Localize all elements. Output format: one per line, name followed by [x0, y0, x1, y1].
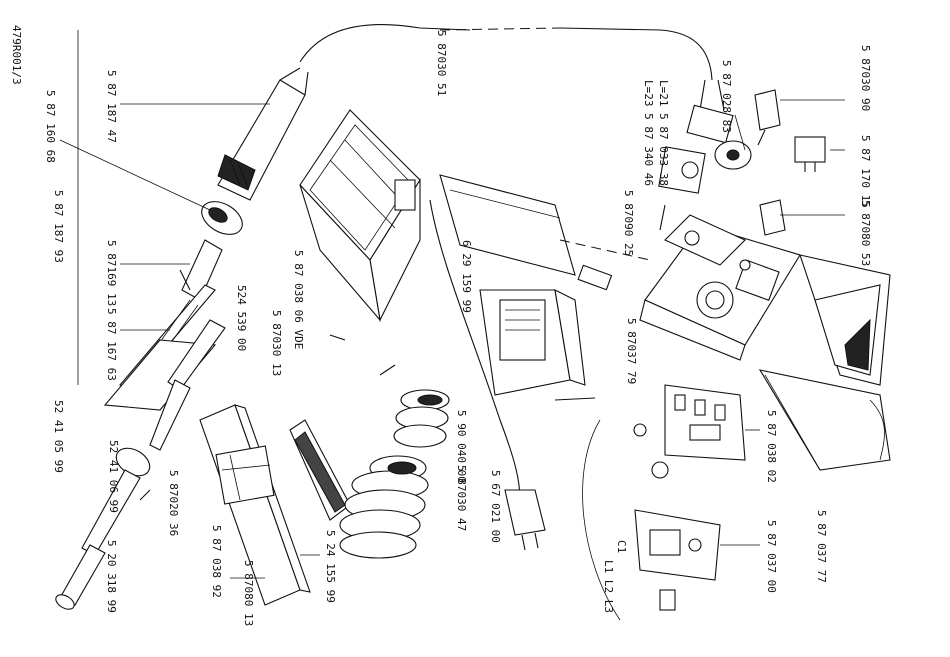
label-524106-99: 52 41 06 99: [107, 440, 120, 513]
label-587037-79: 5 87037 79: [625, 318, 638, 384]
control-knob: [714, 140, 752, 170]
iron-nut: [201, 201, 243, 235]
mains-cable: [429, 199, 521, 501]
label-587038-92: 5 87 038 92: [210, 525, 223, 598]
label-587030-51: 5 87030 51: [435, 30, 448, 96]
cable-top-left: [299, 24, 471, 63]
mains-plug: [504, 489, 546, 551]
label-587037-77: 5 87 037 77: [815, 510, 828, 583]
label-587080-53: 5 87080 53: [859, 200, 872, 266]
label-590040-00: 5 90 040 00: [455, 410, 468, 483]
pcb-lower: [634, 509, 721, 581]
connector-30-90: [754, 89, 781, 146]
label-587187-93: 5 87 187 93: [52, 190, 65, 263]
cable-strain-relief: [699, 79, 725, 111]
label-567021-00: 5 67 021 00: [489, 470, 502, 543]
label-587160-68: 5 87 160 68: [44, 90, 57, 163]
transformer: [479, 289, 586, 396]
front-panel: [664, 214, 746, 266]
label-l23: L=23 5 87 340 46: [642, 80, 655, 186]
cable-dashed: [439, 27, 561, 31]
switch-part: [759, 199, 786, 236]
frame-screw: [329, 334, 346, 341]
cable-connector: [686, 104, 734, 144]
holder-spiral: [339, 455, 429, 559]
cable-top-right: [559, 27, 713, 81]
holder-cup: [393, 389, 450, 448]
label-587030-47: 5 87030 47: [455, 465, 468, 531]
label-524539-00: 524 539 00: [235, 285, 248, 351]
label-587028-83: 5 87 028 83: [720, 60, 733, 133]
pcb-upper: [664, 384, 746, 461]
label-587167-63: 5 87 167 63: [105, 308, 118, 381]
chassis-frame: [299, 109, 421, 322]
label-524105-99: 52 41 05 99: [52, 400, 65, 473]
label-587030-13: 5 87030 13: [270, 310, 283, 376]
bushing: [577, 264, 613, 291]
pcb-pot: [651, 461, 669, 479]
label-587169-13: 5 87169 13: [105, 240, 118, 306]
second-tip: [149, 319, 226, 451]
label-587187-47: 5 87 187 47: [105, 70, 118, 143]
cover-plate: [439, 174, 576, 276]
socket-part: [658, 146, 706, 194]
rocker-switch: [794, 136, 826, 172]
label-l21: L=21 5 87 033 38: [657, 80, 670, 186]
dashed-axis: [559, 239, 651, 261]
label-587080-13: 5 87080 13: [242, 560, 255, 626]
leader-shell: [764, 374, 821, 471]
label-587090-25: 5 87090 25: [622, 190, 635, 256]
label-l1l2l3: L1 L2 L3: [602, 560, 615, 613]
label-587170-15: 5 87 170 15: [859, 135, 872, 208]
screw-25: [659, 204, 666, 231]
transformer-bolt: [554, 397, 596, 401]
iron-handle: [217, 67, 309, 201]
frame-screw-2: [379, 364, 396, 376]
iron-sleeve: [55, 447, 151, 610]
housing-sheet: [758, 369, 891, 471]
drawing-code: 479R001/3: [10, 25, 23, 85]
label-520318-99: 5 20 318 99: [105, 540, 118, 613]
leader-nut: [59, 139, 211, 211]
label-c1: C1: [615, 540, 628, 553]
housing-shell: [799, 254, 891, 386]
sponge-tray: [289, 419, 351, 521]
label-524155-99: 5 24 155 99: [324, 530, 337, 603]
label-587030-90: 5 87030 90: [859, 45, 872, 111]
label-629159-99: 6 29 159 99: [460, 240, 473, 313]
pcb-connector: [659, 589, 676, 611]
small-screw-left: [139, 489, 151, 501]
leader-knob: [734, 114, 746, 151]
label-587037-00: 5 87 037 00: [765, 520, 778, 593]
pcb-wire: [582, 419, 621, 621]
holder-base: [199, 404, 311, 606]
label-587020-36: 5 87020 36: [167, 470, 180, 536]
label-587038-06-vde: 5 87 038 06 VDE: [292, 250, 305, 349]
pcb-cap: [633, 423, 647, 437]
label-587038-02: 5 87 038 02: [765, 410, 778, 483]
